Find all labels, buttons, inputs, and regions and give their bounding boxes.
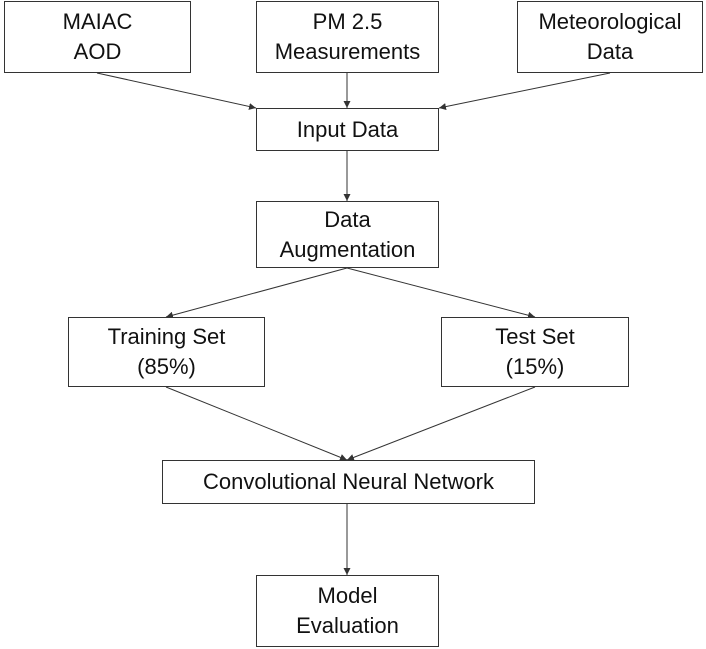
arrow-maiac-to-input <box>96 72 257 110</box>
arrow-augment-to-training <box>165 267 348 319</box>
pm25-measurements-node: PM 2.5 Measurements <box>256 1 439 73</box>
evaluation-label-line-2: Evaluation <box>296 613 399 638</box>
data-augmentation-node: Data Augmentation <box>256 201 439 268</box>
maiac-aod-node: MAIAC AOD <box>4 1 191 73</box>
input-data-label: Input Data <box>296 116 399 142</box>
augmentation-label-line-2: Augmentation <box>279 236 416 262</box>
test-set-label-line-2: (15%) <box>505 354 565 379</box>
test-set-node: Test Set (15%) <box>441 317 629 387</box>
pm25-label-line-2: Measurements <box>274 39 421 64</box>
meteo-label-line-2: Data <box>586 39 634 64</box>
input-data-node: Input Data <box>256 108 439 151</box>
cnn-label: Convolutional Neural Network <box>202 469 495 494</box>
evaluation-label-line-1: Model <box>317 583 378 608</box>
cnn-node: Convolutional Neural Network <box>162 460 535 504</box>
arrow-meteo-to-input <box>438 72 611 111</box>
pm25-label-line-1: PM 2.5 <box>312 9 383 34</box>
meteo-label-line-1: Meteorological <box>538 9 682 34</box>
maiac-aod-label-line-2: AOD <box>73 39 122 64</box>
augmentation-label-line-1: Data <box>324 206 371 232</box>
training-set-label-line-1: Training Set <box>107 324 226 349</box>
arrow-augment-to-test <box>346 267 536 319</box>
training-set-label-line-2: (85%) <box>137 354 196 379</box>
arrow-test-to-cnn <box>346 386 536 461</box>
meteorological-data-node: Meteorological Data <box>517 1 703 73</box>
test-set-label-line-1: Test Set <box>495 324 575 349</box>
model-evaluation-node: Model Evaluation <box>256 575 439 647</box>
maiac-aod-label-line-1: MAIAC <box>62 9 133 34</box>
training-set-node: Training Set (85%) <box>68 317 265 387</box>
arrow-training-to-cnn <box>165 386 348 461</box>
